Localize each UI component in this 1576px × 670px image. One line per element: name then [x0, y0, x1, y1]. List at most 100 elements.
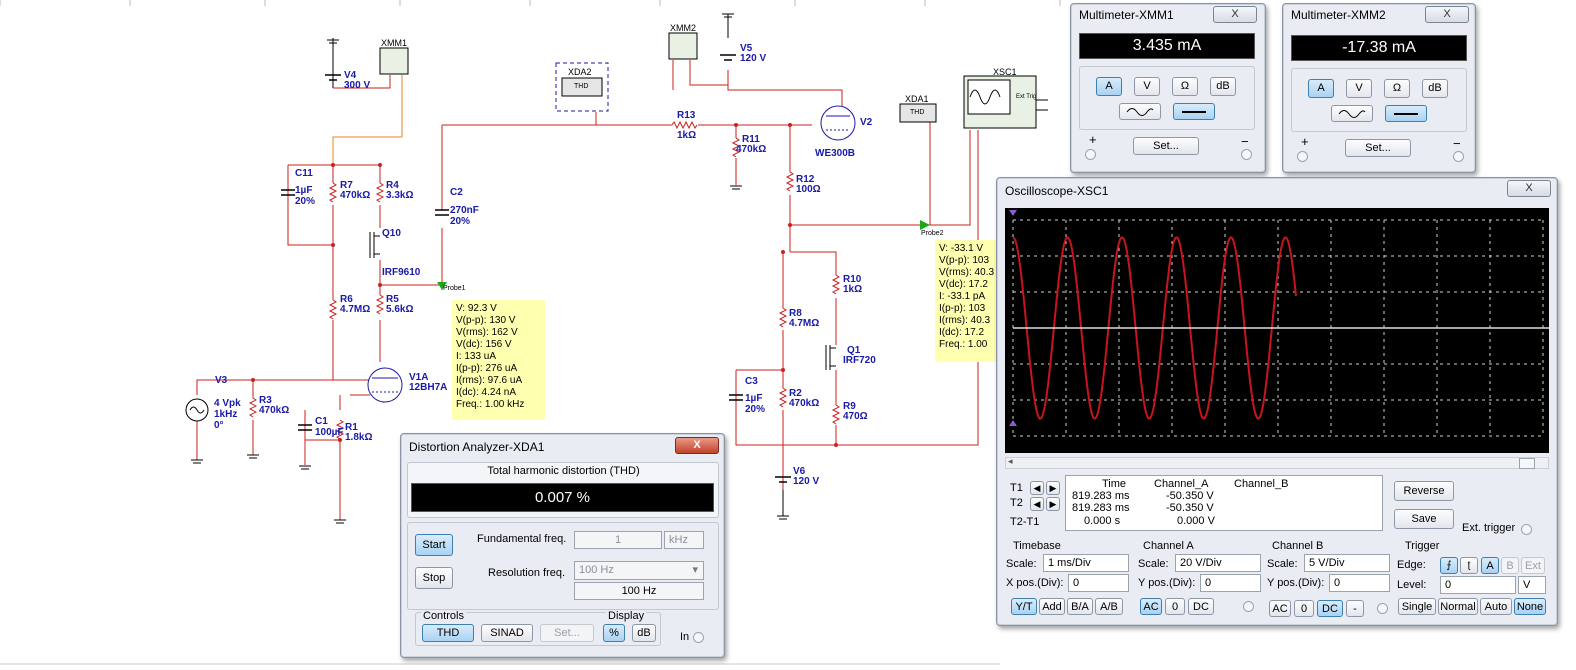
fundamental-freq-unit[interactable]: kHz — [664, 531, 704, 549]
probe2-label[interactable]: Probe2 — [921, 230, 944, 237]
rising-edge-button[interactable]: ⨍ — [1440, 557, 1458, 574]
mode-ammeter-button[interactable]: A — [1308, 79, 1334, 98]
add-mode-button[interactable]: Add — [1039, 598, 1065, 615]
set-button[interactable]: Set... — [1133, 137, 1199, 155]
timebase-scale-input[interactable]: 1 ms/Div — [1043, 554, 1129, 572]
dc-line-icon — [1394, 113, 1418, 115]
chevron-down-icon: ▾ — [692, 564, 698, 576]
v3-value-frequency: 1kHz — [214, 409, 238, 420]
mode-voltmeter-button[interactable]: V — [1134, 77, 1160, 96]
scroll-thumb[interactable] — [1519, 458, 1535, 469]
channel-a-dc-button[interactable]: DC — [1188, 598, 1214, 615]
oscilloscope-xsc1-window[interactable]: Oscilloscope-XSC1 X ◂ T1 T2 T2-T1 ◀ ▶ ◀ … — [996, 177, 1558, 626]
t2-right-arrow-button[interactable]: ▶ — [1046, 497, 1060, 511]
trigger-normal-button[interactable]: Normal — [1438, 598, 1478, 615]
positive-terminal-radio[interactable] — [1085, 149, 1096, 160]
channel-a-terminal-radio[interactable] — [1243, 601, 1254, 612]
channel-a-ypos-input[interactable]: 0 — [1200, 574, 1261, 592]
stop-button[interactable]: Stop — [415, 567, 453, 589]
set-button[interactable]: Set... — [540, 624, 594, 642]
close-button[interactable]: X — [1425, 6, 1469, 23]
dc-mode-button[interactable] — [1385, 105, 1427, 122]
cursor-t1-marker[interactable] — [1009, 210, 1017, 216]
distortion-analyzer-window[interactable]: Distortion Analyzer-XDA1 X Total harmoni… — [400, 433, 725, 658]
close-button[interactable]: X — [675, 437, 719, 454]
v4-value: 300 V — [344, 80, 371, 91]
resolution-freq-select[interactable]: 100 Hz▾ — [574, 561, 704, 580]
probe2-freq: Freq.: 1.00 — [939, 339, 988, 350]
probe2-tooltip: V: -33.1 V V(p-p): 103 V(rms): 40.3 V(dc… — [935, 240, 999, 362]
channel-a-scale-input[interactable]: 20 V/Div — [1175, 554, 1261, 572]
ac-mode-button[interactable] — [1331, 105, 1373, 122]
display-db-button[interactable]: dB — [632, 624, 656, 642]
mode-ammeter-button[interactable]: A — [1096, 77, 1122, 96]
mode-db-button[interactable]: dB — [1422, 79, 1448, 98]
multimeter-reading: 3.435 mA — [1079, 33, 1255, 59]
start-button[interactable]: Start — [415, 534, 453, 556]
close-button[interactable]: X — [1213, 6, 1257, 23]
chevron-left-icon[interactable]: ◂ — [1008, 456, 1013, 466]
close-button[interactable]: X — [1507, 180, 1551, 197]
cursor-t2-marker[interactable] — [1009, 420, 1017, 426]
probe1-v: V: 92.3 V — [456, 303, 497, 314]
trigger-single-button[interactable]: Single — [1398, 598, 1436, 615]
trigger-source-a-button[interactable]: A — [1481, 557, 1499, 574]
fundamental-freq-input[interactable]: 1 — [574, 531, 662, 549]
probe1-label[interactable]: Probe1 — [443, 285, 466, 292]
trigger-source-ext-button[interactable]: Ext — [1521, 557, 1545, 574]
channel-b-ypos-input[interactable]: 0 — [1329, 574, 1390, 592]
channel-b-zero-button[interactable]: 0 — [1294, 600, 1314, 617]
v3-label: V3 — [215, 375, 228, 386]
set-button[interactable]: Set... — [1345, 139, 1411, 157]
trigger-level-unit[interactable]: V — [1518, 576, 1546, 594]
x-pos-input[interactable]: 0 — [1068, 574, 1129, 592]
t2-left-arrow-button[interactable]: ◀ — [1030, 497, 1044, 511]
input-terminal-radio[interactable] — [693, 632, 704, 643]
mode-voltmeter-button[interactable]: V — [1346, 79, 1372, 98]
probe2-v: V: -33.1 V — [939, 243, 984, 254]
b-over-a-button[interactable]: B/A — [1067, 598, 1093, 615]
channel-b-dc-button[interactable]: DC — [1317, 600, 1343, 617]
timebase-scale-label: Scale: — [1006, 558, 1037, 570]
negative-terminal-radio[interactable] — [1241, 149, 1252, 160]
save-button[interactable]: Save — [1394, 509, 1454, 529]
yt-mode-button[interactable]: Y/T — [1011, 598, 1037, 615]
dc-mode-button[interactable] — [1173, 103, 1215, 120]
t1-right-arrow-button[interactable]: ▶ — [1046, 481, 1060, 495]
trigger-level-input[interactable]: 0 — [1440, 576, 1516, 594]
mode-ohmmeter-button[interactable]: Ω — [1172, 77, 1198, 96]
ext-trigger-radio[interactable] — [1521, 524, 1532, 535]
channel-b-terminal-radio[interactable] — [1377, 603, 1388, 614]
channel-a-zero-button[interactable]: 0 — [1165, 598, 1185, 615]
probe2-irms: I(rms): 40.3 — [939, 315, 991, 326]
mode-db-button[interactable]: dB — [1210, 77, 1236, 96]
oscilloscope-screen[interactable] — [1005, 208, 1549, 453]
channel-b-ac-button[interactable]: AC — [1269, 600, 1291, 617]
q1-value: IRF720 — [843, 355, 876, 366]
mode-ohmmeter-button[interactable]: Ω — [1384, 79, 1410, 98]
ac-mode-button[interactable] — [1119, 103, 1161, 120]
horizontal-scrollbar[interactable]: ◂ — [1005, 456, 1549, 469]
r8-value: 4.7MΩ — [789, 318, 820, 329]
trigger-auto-button[interactable]: Auto — [1480, 598, 1512, 615]
multimeter-xmm2-window[interactable]: Multimeter-XMM2 X -17.38 mA A V Ω dB + S… — [1282, 3, 1476, 173]
multimeter-xmm1-window[interactable]: Multimeter-XMM1 X 3.435 mA A V Ω dB + Se… — [1070, 3, 1266, 173]
t1-left-arrow-button[interactable]: ◀ — [1030, 481, 1044, 495]
trigger-none-button[interactable]: None — [1514, 598, 1546, 615]
falling-edge-button[interactable]: ʈ — [1460, 557, 1478, 574]
display-percent-button[interactable]: % — [603, 624, 625, 642]
negative-terminal-radio[interactable] — [1453, 151, 1464, 162]
mode-group — [1079, 66, 1255, 130]
multimeter-reading: -17.38 mA — [1291, 35, 1467, 61]
channel-a-ac-button[interactable]: AC — [1140, 598, 1162, 615]
thd-mode-button[interactable]: THD — [422, 624, 474, 642]
sinad-mode-button[interactable]: SINAD — [481, 624, 533, 642]
positive-terminal-radio[interactable] — [1297, 151, 1308, 162]
a-over-b-button[interactable]: A/B — [1095, 598, 1123, 615]
reverse-button[interactable]: Reverse — [1394, 481, 1454, 501]
channel-b-scale-input[interactable]: 5 V/Div — [1304, 554, 1390, 572]
trigger-label: Trigger — [1405, 540, 1440, 552]
trigger-source-b-button[interactable]: B — [1501, 557, 1519, 574]
ext-trig-label: Ext Trig — [1016, 94, 1037, 100]
channel-b-invert-button[interactable]: - — [1346, 600, 1364, 617]
